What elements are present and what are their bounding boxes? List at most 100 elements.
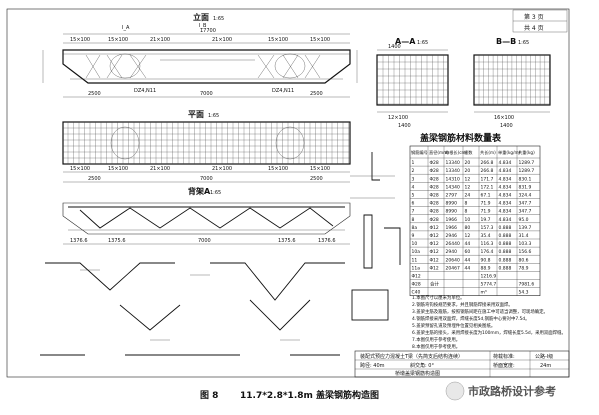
table-cell: 20 [465, 160, 471, 166]
table-cell: 8a [412, 225, 418, 231]
table-cell: 26440 [446, 241, 460, 247]
elevation-dim-side-left: 2500 [88, 91, 101, 97]
title-project: 装配式预应力混凝土T梁（先简支后结构连续） [360, 353, 463, 360]
table-cell: 44 [465, 241, 471, 247]
table-cell: 831.9 [519, 184, 532, 190]
elevation-section-b: I_B [199, 23, 207, 29]
table-cell: 9 [412, 233, 415, 239]
title-block: 装配式预应力混凝土T梁（先简支后结构连续） 跨径: 40m 斜交角: 0° 桥墩… [354, 350, 570, 378]
table-cell: 830.1 [519, 176, 532, 182]
notes: 1.本图尺寸以厘米为单位。2.钢筋弯钩按规范要求，并且钢筋焊接采用双面焊。3.盖… [412, 294, 566, 350]
plan-scale: 1:65 [208, 113, 219, 119]
section-b-dim-1: 16×100 [494, 115, 514, 121]
table-cell: 2797 [446, 193, 458, 199]
rebar-a-dim-3: 7000 [198, 238, 211, 244]
title-span: 跨径: 40m [360, 362, 385, 369]
table-cell: 4.834 [499, 217, 512, 223]
elevation-dim-6: 15×100 [310, 37, 330, 43]
table-cell: 8990 [446, 209, 458, 215]
table-cell: Φ28 [430, 168, 439, 174]
material-table: 盖梁钢筋材料数量表 钢筋编号直径(mm)每根长(cm)根数共长(m)单重(kg/… [409, 132, 541, 296]
watermark-text: 市政路桥设计参考 [468, 384, 556, 398]
rebar-detail-shapes [40, 262, 345, 356]
table-cell: 11 [412, 257, 418, 263]
section-b-dim-2: 1400 [500, 123, 513, 129]
table-cell: 176.4 [481, 249, 494, 255]
table-cell: Φ28 [430, 176, 439, 182]
table-cell: Φ12 [430, 265, 439, 271]
plan-view: 平面 1:65 15×100 15×100 21×100 21×100 15×1… [62, 110, 351, 183]
elevation-dim-3: 21×100 [150, 37, 170, 43]
table-cell: 13340 [446, 168, 460, 174]
table-cell: 266.8 [481, 160, 494, 166]
table-cell: 116.3 [481, 241, 494, 247]
table-cell: 0.888 [499, 241, 512, 247]
stirrup-details [350, 152, 401, 321]
elevation-scale: 1:65 [213, 16, 224, 22]
table-header-3: 根数 [464, 149, 473, 156]
note-line: 7.本图仅用于参考使用。 [412, 336, 460, 343]
table-cell: 8 [465, 201, 468, 207]
sheet-border [6, 8, 570, 378]
plan-dim-6: 15×100 [310, 166, 330, 172]
note-line: 8.本图仅用于参考使用。 [412, 343, 460, 350]
table-cell: 1966 [446, 225, 458, 231]
table-cell: 156.6 [519, 249, 532, 255]
table-cell: 31.4 [519, 233, 529, 239]
table-cell: 8 [412, 217, 415, 223]
table-cell: Φ12 [430, 249, 439, 255]
table-cell: 172.1 [481, 184, 494, 190]
table-cell: Φ12 [430, 225, 439, 231]
table-cell: 88.9 [481, 265, 491, 271]
title-drawing-name: 桥墩盖梁钢筋构造图 [395, 370, 440, 377]
table-cell: 0.888 [499, 233, 512, 239]
table-cell: 2946 [446, 233, 458, 239]
figure-label: 图 8 [200, 390, 218, 401]
table-cell: 6 [412, 201, 415, 207]
table-cell: 14310 [446, 176, 460, 182]
elevation-dim-4: 21×100 [212, 37, 232, 43]
rebar-a-scale: 1:65 [210, 190, 221, 196]
table-cell: 12 [465, 233, 471, 239]
table-cell: 8 [465, 209, 468, 215]
table-cell: 90.8 [481, 257, 491, 263]
table-cell: 54.3 [519, 290, 529, 296]
table-cell: 80 [465, 225, 471, 231]
table-cell: Φ28 [430, 209, 439, 215]
table-cell: 78.9 [519, 265, 529, 271]
title-design-load: 公路-I级 [535, 353, 553, 360]
title-width: 24m [540, 363, 551, 369]
note-line: 5.盖梁预留孔道及预埋件位置见相关图纸。 [412, 322, 495, 329]
table-cell: 0.888 [499, 249, 512, 255]
plan-dim-2: 15×100 [108, 166, 128, 172]
table-cell: 1966 [446, 217, 458, 223]
elevation-title: 立面 [193, 12, 209, 22]
rebar-a-dim-5: 1376.6 [318, 238, 336, 244]
table-cell: 139.7 [519, 225, 532, 231]
page-total: 共 4 页 [524, 24, 544, 32]
table-header-1: 直径(mm) [429, 149, 449, 155]
table-cell: 4.834 [499, 176, 512, 182]
plan-title: 平面 [188, 110, 204, 119]
title-width-label: 桥面宽度: [493, 362, 515, 369]
table-cell: Φ28 [430, 193, 439, 199]
table-cell: 1 [412, 160, 415, 166]
section-b-title: B—B [496, 37, 516, 46]
section-a-a: A—A 1:65 1400 12×100 1400 [376, 37, 449, 129]
table-cell: 1216.9 [481, 274, 497, 280]
table-cell: Φ28 [430, 160, 439, 166]
table-cell: 80.6 [519, 257, 529, 263]
section-a-scale: 1:65 [417, 40, 428, 46]
table-summary-label: 合计 [430, 281, 439, 288]
plan-dim-3: 21×100 [150, 166, 170, 172]
table-cell: 13340 [446, 160, 460, 166]
rebar-a-dim-4: 1375.6 [278, 238, 296, 244]
table-cell: Φ28 [430, 217, 439, 223]
table-cell: 4.834 [499, 160, 512, 166]
note-line: 4.钢筋焊接采用双面焊，焊缝长度5d,钢筋中心要对中7.5d。 [412, 315, 530, 322]
table-title: 盖梁钢筋材料数量表 [420, 132, 502, 144]
table-cell: 71.9 [481, 209, 491, 215]
table-cell: 35.4 [481, 233, 491, 239]
plan-dim-base: 7000 [200, 176, 213, 182]
section-b-b: B—B 1:65 16×100 1400 [473, 37, 551, 129]
